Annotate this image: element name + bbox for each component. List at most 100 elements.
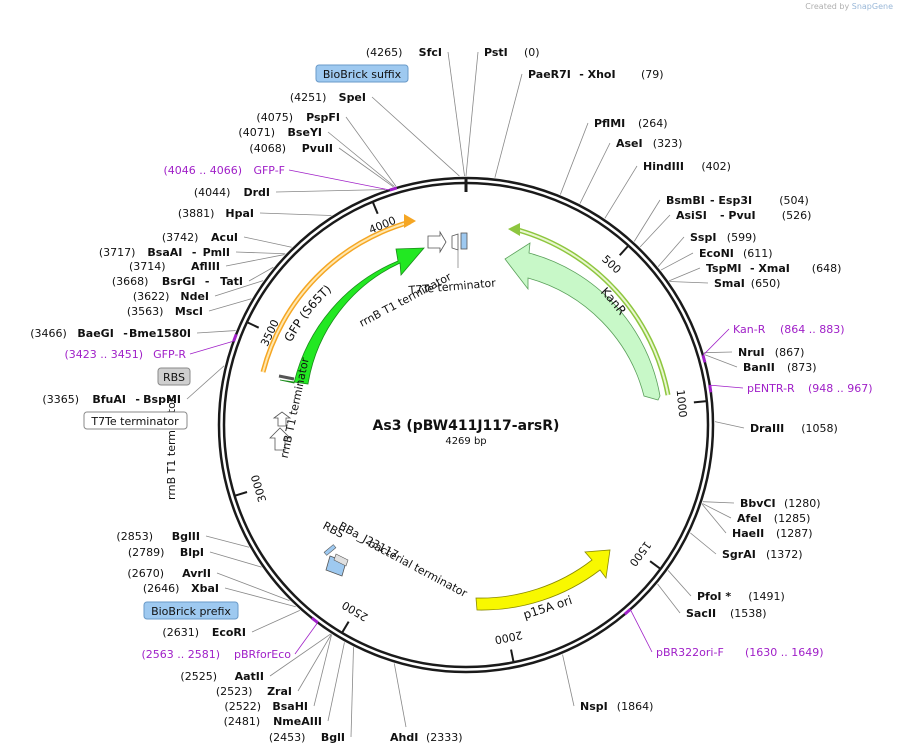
leader-line: [639, 214, 671, 248]
leader-line: [494, 73, 523, 178]
credit-prefix: Created by: [805, 2, 850, 11]
site-name: HaeII: [732, 527, 764, 540]
leader-line: [660, 252, 694, 271]
leader-line: [251, 610, 300, 633]
leader-line: [702, 503, 732, 519]
leader-line: [313, 634, 332, 707]
leader-line: [338, 147, 394, 188]
site-pos: (2670): [127, 567, 164, 580]
leader-line: [327, 131, 395, 187]
site-pos: (2789): [128, 546, 165, 559]
site-ecori: EcoRI(2631): [162, 626, 246, 639]
primer-name: pBR322ori-F: [656, 646, 724, 659]
site-name: XbaI: [191, 582, 219, 595]
site-name: PfoI *: [697, 590, 731, 603]
site-name-2: - XmaI: [750, 262, 790, 275]
leader-line: [275, 189, 386, 193]
site-bsmbi: BsmBI- Esp3I(504): [666, 194, 809, 207]
site-pos: (3668): [112, 275, 149, 288]
leader-line: [224, 587, 296, 608]
leader-line: [216, 572, 290, 601]
primer-leader: [294, 622, 319, 655]
leader-line: [214, 280, 264, 297]
leader-line: [579, 142, 611, 204]
biobrick-prefix-text: BioBrick prefix: [151, 605, 231, 618]
site-name: PstI: [484, 46, 508, 59]
primer-leader: [189, 340, 234, 355]
site-bseyi: BseYI(4071): [238, 126, 322, 139]
leader-line: [186, 365, 225, 400]
tick-label-2500: 2500: [340, 598, 371, 624]
site-pos: (4071): [238, 126, 275, 139]
leader-line: [604, 165, 638, 219]
site-asei: AseI(323): [616, 137, 682, 150]
site-psti: PstI(0): [484, 46, 540, 59]
leader-line: [714, 421, 745, 429]
site-draiii: DraIII(1058): [750, 422, 838, 435]
leader-line: [196, 330, 236, 334]
site-xbai: XbaI(2646): [143, 582, 219, 595]
tick-mark-4000: [371, 201, 379, 215]
site-afliii: AflIII(3714): [129, 260, 220, 273]
primer-mark: [623, 608, 632, 616]
site-name-2: - PvuI: [720, 209, 756, 222]
site-name: HindIII: [643, 160, 684, 173]
primer-pbr322ori-f: pBR322ori-F(1630 .. 1649): [623, 608, 824, 659]
site-name: BbvCI: [740, 497, 776, 510]
site-sacii: SacII(1538): [686, 607, 767, 620]
site-pos: (3365): [42, 393, 79, 406]
site-pos: (867): [775, 346, 805, 359]
primer-mark: [708, 384, 713, 393]
leader-line: [225, 254, 285, 267]
tick-mark-3500: [246, 321, 260, 329]
leader-line: [702, 501, 735, 504]
site-hpai: HpaI(3881): [178, 207, 254, 220]
primer-leader: [709, 384, 744, 389]
tick-mark-500: [618, 244, 630, 256]
primer-range: (2563 .. 2581): [141, 648, 220, 661]
site-ndei: NdeI(3622): [133, 290, 209, 303]
leader-line: [327, 642, 345, 722]
site-pos: (2522): [224, 700, 261, 713]
site-name-2: BspMI: [143, 393, 181, 406]
site-name: AcuI: [211, 231, 238, 244]
site-name: SspI: [690, 231, 716, 244]
site-bsaai: PmlI- BsaAI(3717): [99, 246, 230, 259]
site-labels: PstI(0)PaeR7I- XhoI(79)PflMI(264)AseI(32…: [30, 46, 872, 744]
site-name: BsrGI: [162, 275, 195, 288]
site-pos: (323): [653, 137, 683, 150]
site-blpi: BlpI(2789): [128, 546, 204, 559]
primer-gfp-r: GFP-R(3423 .. 3451): [64, 333, 238, 361]
leader-line: [704, 351, 733, 354]
site-econi: EcoNI(611): [699, 247, 773, 260]
site-name: SpeI: [339, 91, 366, 104]
biobrick-prefix-tag: BioBrick prefix: [143, 601, 239, 620]
primer-range: (864 .. 883): [780, 323, 845, 336]
site-pos: (2525): [180, 670, 217, 683]
site-pos: (2481): [224, 715, 261, 728]
site-name: AflIII: [191, 260, 220, 273]
site-name: AvrII: [182, 567, 211, 580]
site-name: SfcI: [419, 46, 442, 59]
site-haeii: HaeII(1287): [732, 527, 813, 540]
leader-line: [269, 633, 331, 677]
site-name: ZraI: [267, 685, 292, 698]
primer-mark: [232, 333, 238, 342]
site-pos: (1058): [801, 422, 838, 435]
primer-mark: [311, 616, 319, 624]
site-name: AsiSI: [676, 209, 707, 222]
site-name: NspI: [580, 700, 608, 713]
leader-line: [667, 570, 692, 597]
plasmid-name: As3 (pBW411J117-arsR): [373, 418, 560, 434]
site-name: BsaAI: [147, 246, 182, 259]
site-pos: (611): [743, 247, 773, 260]
site-drdi: DrdI(4044): [194, 186, 270, 199]
site-leader-lines: [186, 51, 745, 738]
site-sspi: SspI(599): [690, 231, 756, 244]
site-pos: (264): [638, 117, 668, 130]
site-pos: (2523): [216, 685, 253, 698]
site-name: NdeI: [180, 290, 209, 303]
site-aatii: AatII(2525): [180, 670, 264, 683]
site-sgrai: SgrAI(1372): [722, 548, 803, 561]
rbs-tag: RBS: [157, 367, 191, 386]
